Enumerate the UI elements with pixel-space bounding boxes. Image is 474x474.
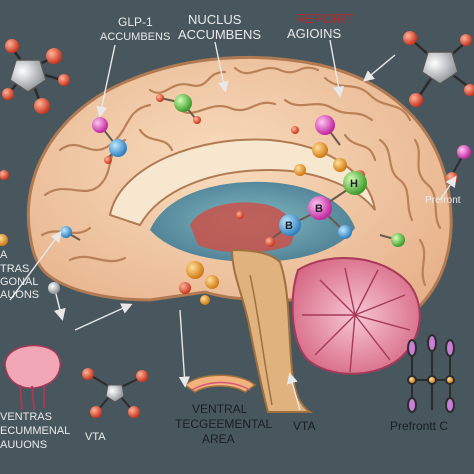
molecule-node [193,116,201,124]
label-nucleus: NUCLUS [188,12,242,27]
molecule-node [60,226,72,238]
molecule-network: B B H [60,94,405,247]
molecule-top-right [403,31,474,107]
molecule-node [391,233,405,247]
label-left-gonal: GONAL [0,276,39,288]
molecule-bottom-left [82,368,148,418]
cerebellum-folia [302,267,411,373]
brain [26,55,453,413]
molecule-node-h [343,171,367,195]
corpus-callosum [108,138,376,227]
label-left-a: A [0,249,8,261]
label-accumbens-left: ACCUMBENS [100,31,170,43]
brainstem [230,248,314,413]
label-right-pref: Prefront [425,195,461,206]
label-left-ecummenal: ECUMMENAL [0,425,70,437]
tissue-icon-center [183,374,257,393]
molecule-node [291,126,299,134]
label-area: AREA [202,432,235,446]
label-vta-right: VTA [293,419,315,433]
label-vta-left: VTA [85,431,106,443]
molecule-node [265,237,275,247]
molecule-left-small [0,170,66,321]
molecule-node [92,117,108,133]
labels: GLP-1 ACCUMBENS NUCLUS ACCUMBENS REPOIRT… [0,11,461,451]
molecule-node [315,115,335,135]
label-ventral: VENTRAL [192,402,248,416]
label-accumbens-center: ACCUMBENS [178,27,261,42]
label-left-tras: TRAS [0,263,29,275]
molecule-node [338,225,352,239]
label-report: REPOIRT [296,11,354,26]
molecule-node [174,94,192,112]
molecule-node [109,139,127,157]
molecule-node [236,211,244,219]
label-prefrontal: Prefrontt C [390,419,448,433]
molecule-node-b1 [279,214,301,236]
molecule-node [104,156,112,164]
molecule-node-b2 [308,196,332,220]
label-agonists: AGIOINS [287,26,342,41]
molecule-top-left [2,39,70,114]
molecule-bottom-right [407,334,455,413]
label-left-ventras: VENTRAS [0,411,52,423]
molecule-node [156,94,164,102]
tissue-icon-left [4,344,61,411]
nucleus-cluster [179,142,365,305]
pointer-lines [9,39,457,411]
node-label-h: H [350,178,358,190]
label-tegmental: TECGEEMENTAL [175,417,272,431]
label-glp1: GLP-1 [118,15,153,29]
node-label-b2: B [315,203,323,215]
label-left-auuons: AUUONS [0,439,47,451]
label-left-auons: AUONS [0,289,39,301]
node-label-b1: B [285,220,293,232]
brainstem-line [249,274,273,406]
